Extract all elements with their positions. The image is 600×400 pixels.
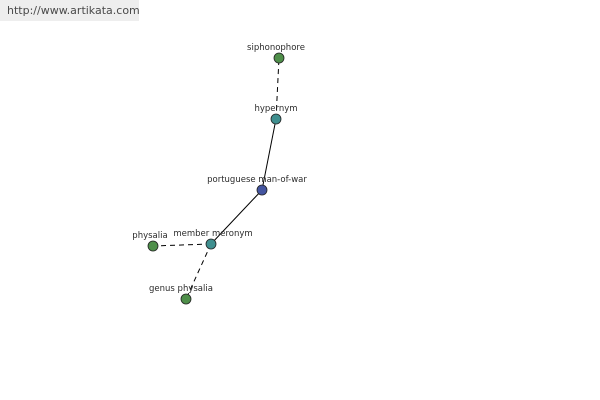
- node-label-member-meronym: member meronym: [173, 229, 252, 239]
- edge-member-meronym-to-physalia: [152, 243, 212, 247]
- node-circle-siphonophore[interactable]: [273, 52, 285, 64]
- node-label-portuguese-man-of-war: portuguese man-of-war: [207, 175, 307, 185]
- node-label-siphonophore: siphonophore: [247, 43, 305, 53]
- node-physalia[interactable]: physalia: [132, 231, 168, 252]
- node-circle-portuguese-man-of-war[interactable]: [256, 184, 268, 196]
- edge-portuguese-man-of-war-to-hypernym: [261, 118, 277, 191]
- node-genus-physalia[interactable]: genus physalia: [149, 284, 213, 305]
- node-member-meronym[interactable]: member meronym: [173, 229, 253, 250]
- node-portuguese-man-of-war[interactable]: portuguese man-of-war: [207, 175, 307, 196]
- nodes-layer: siphonophore hypernym portuguese man-of-wa…: [132, 43, 307, 305]
- node-label-hypernym: hypernym: [254, 104, 297, 114]
- node-circle-hypernym[interactable]: [270, 113, 282, 125]
- node-circle-genus-physalia[interactable]: [180, 293, 192, 305]
- node-hypernym[interactable]: hypernym: [254, 104, 298, 125]
- watermark-url[interactable]: http://www.artikata.com: [0, 0, 140, 21]
- node-label-physalia: physalia: [132, 231, 167, 241]
- node-siphonophore[interactable]: siphonophore: [247, 43, 305, 64]
- node-circle-member-meronym[interactable]: [205, 238, 217, 250]
- edges-layer: [152, 57, 280, 300]
- edge-member-meronym-to-genus-physalia: [185, 243, 212, 300]
- edge-hypernym-to-siphonophore: [275, 57, 280, 120]
- edge-portuguese-man-of-war-to-member-meronym: [210, 189, 263, 245]
- node-label-genus-physalia: genus physalia: [149, 284, 213, 294]
- node-circle-physalia[interactable]: [147, 240, 159, 252]
